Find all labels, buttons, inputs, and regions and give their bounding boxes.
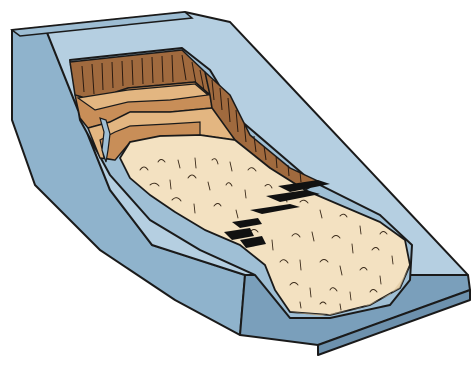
- landslide-block-diagram: [0, 0, 476, 365]
- diagram-stage: [0, 0, 476, 365]
